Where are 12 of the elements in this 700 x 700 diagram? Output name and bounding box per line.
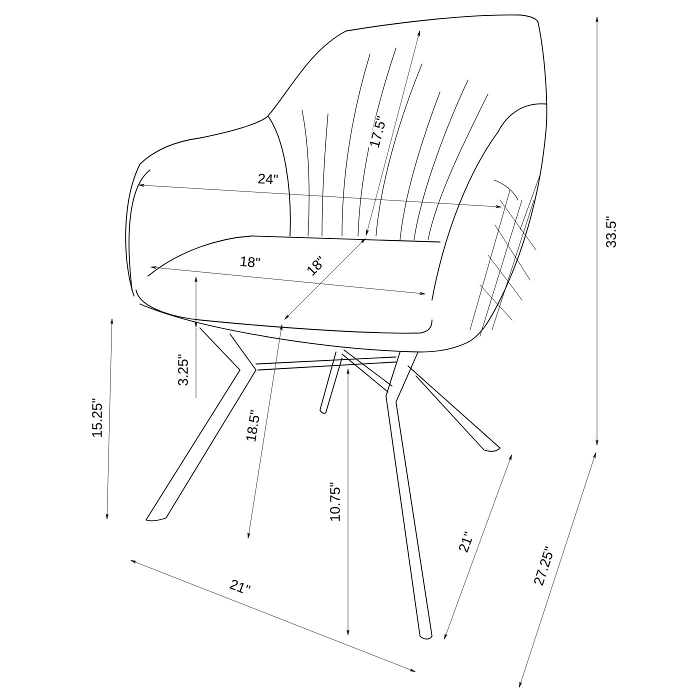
dimension-label: 33.5" (605, 214, 617, 250)
dimension-label: 27.25" (532, 544, 556, 588)
dimension-label: 18" (304, 254, 328, 278)
dimension-label: 10.75" (329, 481, 341, 523)
dimension-label: 21" (227, 578, 253, 596)
dimension-label: 24" (256, 172, 280, 186)
dimension-label: 15.25" (91, 397, 103, 439)
dimension-label: 3.25" (177, 352, 189, 388)
dimension-label: 18" (238, 255, 262, 269)
dimension-label: 17.5" (368, 114, 388, 150)
dimension-label: 21" (456, 529, 476, 555)
dimension-label: 18.5" (244, 408, 262, 444)
